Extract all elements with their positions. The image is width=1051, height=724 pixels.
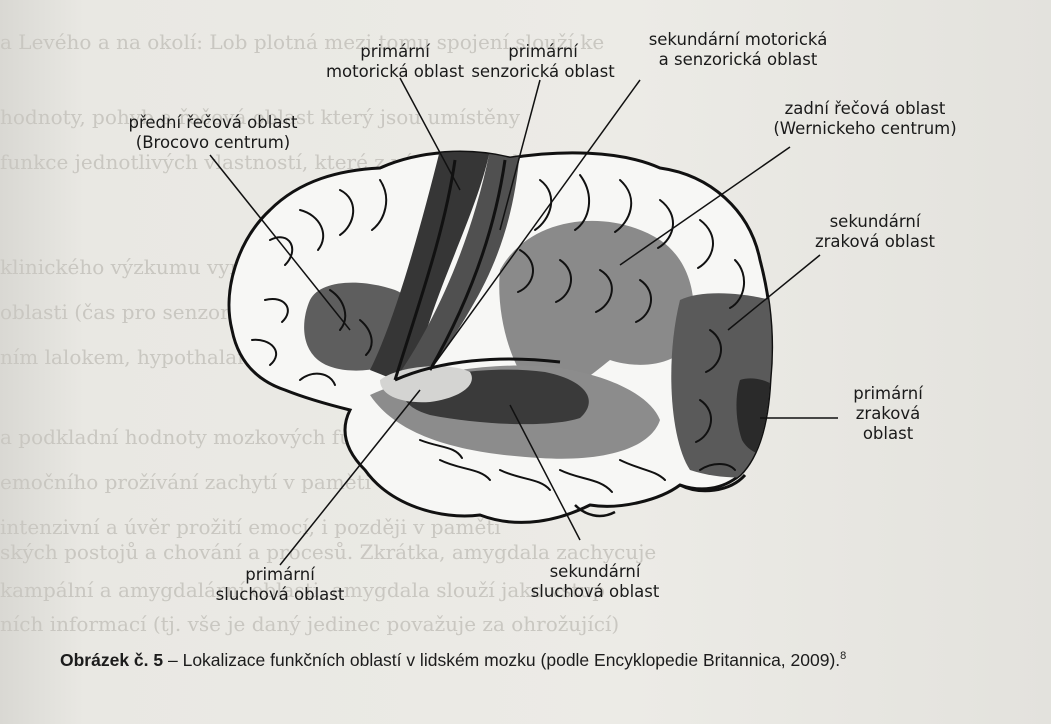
label-secondary-motor-sensory: sekundární motorická a senzorická oblast	[628, 30, 848, 70]
caption-prefix: Obrázek č. 5	[60, 650, 163, 670]
label-primary-visual: primární zraková oblast	[838, 384, 938, 444]
label-secondary-auditory: sekundární sluchová oblast	[510, 562, 680, 602]
label-secondary-visual: sekundární zraková oblast	[790, 212, 960, 252]
caption-text: – Lokalizace funkčních oblastí v lidském…	[163, 650, 840, 670]
brain-diagram	[0, 0, 1051, 640]
label-wernicke: zadní řečová oblast (Wernickeho centrum)	[755, 99, 975, 139]
label-primary-auditory: primární sluchová oblast	[195, 565, 365, 605]
figure-caption: Obrázek č. 5 – Lokalizace funkčních obla…	[60, 648, 1030, 672]
label-broca: přední řečová oblast (Brocovo centrum)	[108, 113, 318, 153]
label-primary-sensory: primární senzorická oblast	[463, 42, 623, 82]
caption-footnote: 8	[840, 650, 846, 662]
label-primary-motor: primární motorická oblast	[310, 42, 480, 82]
